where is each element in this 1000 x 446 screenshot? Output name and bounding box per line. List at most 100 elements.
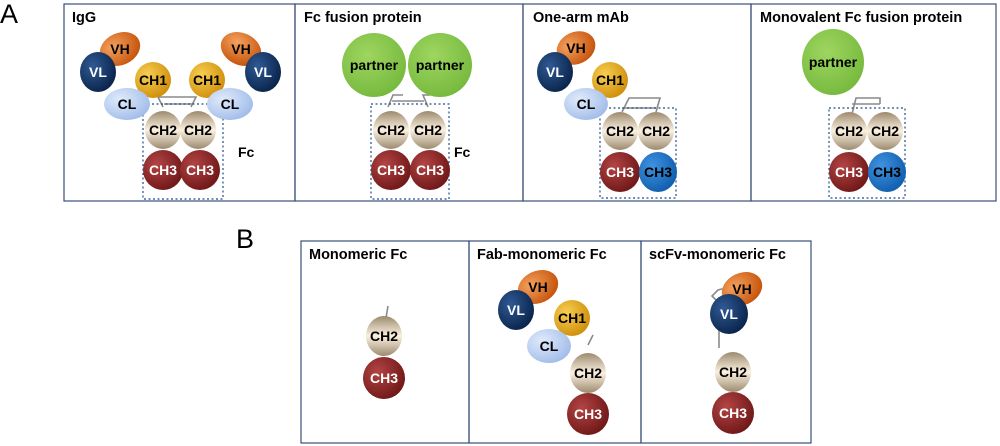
domain-label: CH2 [370, 328, 398, 344]
linker-line [587, 334, 594, 346]
domain-ch3: CH3 [371, 150, 411, 190]
domain-shape [180, 150, 220, 190]
domain-label: CL [221, 96, 240, 112]
domain-label: VL [507, 302, 525, 318]
panel-title-fab_monomeric: Fab-monomeric Fc [477, 247, 607, 263]
domain-label: CH3 [186, 162, 214, 178]
domain-shape [537, 52, 573, 92]
domain-label: CL [540, 338, 559, 354]
domain-label: CH3 [719, 405, 747, 421]
linker-line [851, 97, 881, 115]
fc-label-igg: Fc [238, 144, 255, 160]
domain-shape [207, 88, 253, 120]
domain-shape [639, 152, 677, 192]
domain-cl: CL [207, 88, 253, 120]
domain-label: VL [254, 64, 272, 80]
domain-ch2: CH2 [373, 111, 409, 149]
domain-ch3: CH3 [829, 152, 869, 192]
domain-label: VH [566, 40, 585, 56]
fc-box [599, 107, 677, 199]
domain-label: CH3 [149, 162, 177, 178]
domain-ch3: CH3 [363, 357, 405, 399]
domain-label: CH1 [558, 310, 586, 326]
domain-shape [342, 33, 406, 97]
domain-label: partner [416, 57, 465, 73]
linker-line [387, 94, 403, 108]
domain-shape [366, 316, 402, 356]
domain-shape [567, 393, 609, 435]
linker-line [421, 94, 430, 108]
domain-label: CH3 [644, 164, 672, 180]
domain-partner: partner [342, 33, 406, 97]
domain-ch2: CH2 [180, 111, 216, 149]
domain-vh: VH [556, 31, 596, 65]
domain-label: VL [546, 64, 564, 80]
domain-label: VH [231, 41, 250, 57]
fc-box [142, 103, 224, 200]
panel-title-fc_fusion: Fc fusion protein [304, 10, 422, 26]
domain-label: VH [732, 281, 751, 297]
domain-shape [371, 150, 411, 190]
panel-letter-a: A [0, 0, 19, 29]
domain-ch3: CH3 [180, 150, 220, 190]
domain-cl: CL [104, 88, 150, 120]
panel-frame-monovalent_fusion [750, 3, 997, 202]
domain-label: CH3 [574, 406, 602, 422]
domain-shape [715, 352, 751, 392]
domain-ch3: CH3 [410, 150, 450, 190]
domain-label: CH2 [377, 122, 405, 138]
domain-label: CH2 [149, 122, 177, 138]
domain-label: CH3 [370, 370, 398, 386]
domain-shape [410, 150, 450, 190]
panel-letter-b: B [236, 224, 255, 254]
domain-ch2: CH2 [410, 111, 446, 149]
domain-shape [712, 392, 754, 434]
domain-shape [135, 62, 171, 98]
domain-label: CH2 [719, 364, 747, 380]
domain-shape [831, 112, 867, 150]
domain-label: CH3 [416, 162, 444, 178]
panel-title-scfv_monomeric: scFv-monomeric Fc [649, 247, 786, 263]
domain-ch2: CH2 [602, 112, 638, 150]
panel-title-monovalent_fusion: Monovalent Fc fusion protein [760, 10, 962, 26]
domain-label: CH1 [193, 72, 221, 88]
fc-label-fc_fusion: Fc [454, 144, 471, 160]
domain-label: CH3 [873, 164, 901, 180]
domain-ch1: CH1 [135, 62, 171, 98]
domain-label: CH2 [414, 122, 442, 138]
domain-shape [373, 111, 409, 149]
domain-label: CH3 [377, 162, 405, 178]
domain-ch1: CH1 [592, 62, 628, 98]
domain-shape [80, 52, 116, 92]
domain-ch2: CH2 [145, 111, 181, 149]
domain-ch2: CH2 [867, 112, 903, 150]
panel-frame-scfv_monomeric [640, 240, 812, 444]
domain-cl: CL [527, 329, 571, 363]
domain-shape [600, 152, 640, 192]
domain-ch2: CH2 [638, 112, 674, 150]
domain-label: VH [528, 279, 547, 295]
domain-cl: CL [564, 88, 608, 120]
domain-label: VH [110, 41, 129, 57]
domain-label: CH2 [574, 365, 602, 381]
domain-ch3: CH3 [567, 393, 609, 435]
domain-knob: CH3 [639, 152, 677, 192]
domain-shape [104, 88, 150, 120]
domain-vl: VL [498, 290, 534, 330]
domain-label: CL [118, 96, 137, 112]
domain-shape [143, 150, 183, 190]
domain-shape [592, 62, 628, 98]
domain-ch3: CH3 [143, 150, 183, 190]
linker-line [621, 97, 662, 113]
fc-box [828, 107, 906, 199]
domain-label: CH2 [606, 123, 634, 139]
panel-title-one_arm: One-arm mAb [533, 10, 629, 26]
domain-label: CH2 [871, 123, 899, 139]
panel-title-monomeric_fc: Monomeric Fc [309, 247, 407, 263]
domain-ch3: CH3 [600, 152, 640, 192]
domain-knob: CH3 [868, 152, 906, 192]
domain-shape [527, 329, 571, 363]
domain-label: partner [809, 54, 858, 70]
domain-label: CH3 [606, 164, 634, 180]
